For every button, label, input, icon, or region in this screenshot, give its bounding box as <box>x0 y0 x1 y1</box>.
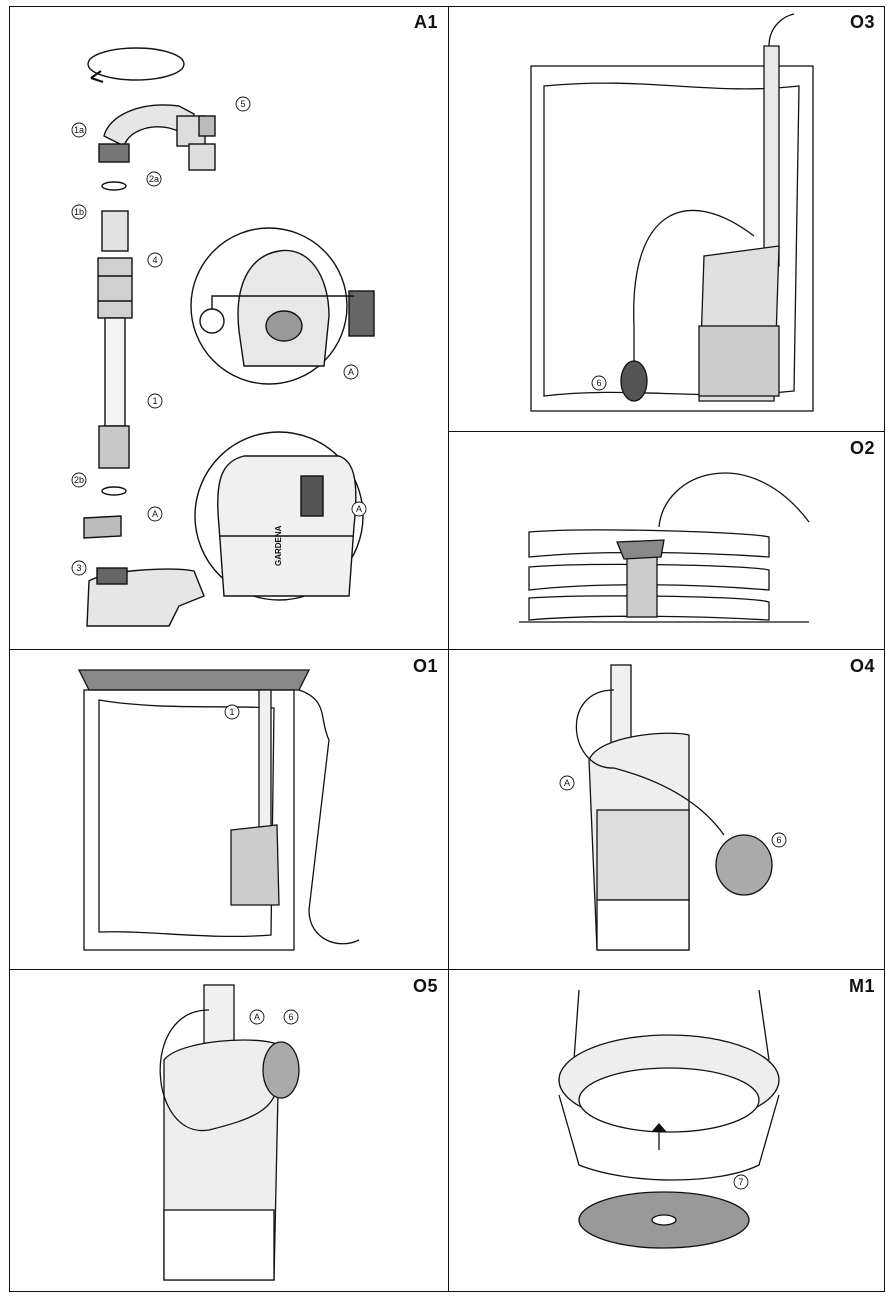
panel-label: M1 <box>848 976 875 996</box>
panel-o1: O1 1 <box>9 650 449 970</box>
callout-A-zoom1: A <box>343 364 359 380</box>
svg-text:A: A <box>356 504 362 514</box>
svg-text:1b: 1b <box>74 207 84 217</box>
callout-A: A <box>249 1009 265 1025</box>
callout-A: A <box>147 506 163 522</box>
svg-text:5: 5 <box>240 99 245 109</box>
svg-text:6: 6 <box>288 1012 293 1022</box>
callout-6: 6 <box>771 832 787 848</box>
panel-label: O3 <box>849 12 875 32</box>
svg-text:A: A <box>152 509 158 519</box>
a1-illustration: 1a 2a 1b 4 1 2b A 3 5 A A GARDENA <box>71 47 375 627</box>
callout-1: 1 <box>147 393 163 409</box>
svg-text:A: A <box>348 367 354 377</box>
panel-a1: A1 <box>9 6 449 650</box>
svg-text:4: 4 <box>152 255 157 265</box>
o4-illustration: A 6 <box>559 664 787 951</box>
panel-label: O1 <box>412 656 438 676</box>
o1-illustration: 1 <box>77 669 360 951</box>
brand-logo: GARDENA <box>274 525 283 566</box>
callout-3: 3 <box>71 560 87 576</box>
panel-o4: O4 A 6 <box>449 650 885 970</box>
panel-o3: O3 6 <box>449 6 885 432</box>
svg-text:1a: 1a <box>74 125 84 135</box>
svg-text:7: 7 <box>738 1177 743 1187</box>
callout-2b: 2b <box>71 472 87 488</box>
svg-text:A: A <box>564 778 570 788</box>
callout-A-zoom2: A <box>351 501 367 517</box>
rotation-arrow <box>87 47 185 81</box>
callout-6: 6 <box>283 1009 299 1025</box>
panel-label: O2 <box>849 438 875 458</box>
callout-7: 7 <box>733 1174 749 1190</box>
svg-text:6: 6 <box>776 835 781 845</box>
panel-o5: O5 A 6 <box>9 970 449 1292</box>
o2-illustration <box>519 472 810 623</box>
svg-text:3: 3 <box>76 563 81 573</box>
o3-illustration: 6 <box>530 13 814 412</box>
panel-label: O5 <box>412 976 438 996</box>
callout-4: 4 <box>147 252 163 268</box>
svg-text:A: A <box>254 1012 260 1022</box>
svg-text:1: 1 <box>152 396 157 406</box>
panel-m1: M1 7 <box>449 970 885 1292</box>
m1-illustration: 7 <box>558 989 780 1249</box>
callout-2a: 2a <box>146 171 162 187</box>
callout-6: 6 <box>591 375 607 391</box>
svg-text:2a: 2a <box>149 174 159 184</box>
callout-1: 1 <box>224 704 240 720</box>
callout-A: A <box>559 775 575 791</box>
o5-illustration: A 6 <box>159 984 300 1281</box>
callout-1b: 1b <box>71 204 87 220</box>
callout-5: 5 <box>235 96 251 112</box>
callout-1a: 1a <box>71 122 87 138</box>
svg-text:1: 1 <box>229 707 234 717</box>
svg-text:6: 6 <box>596 378 601 388</box>
panel-label: A1 <box>413 12 438 32</box>
panel-o2: O2 <box>449 432 885 650</box>
svg-text:2b: 2b <box>74 475 84 485</box>
panel-label: O4 <box>849 656 875 676</box>
